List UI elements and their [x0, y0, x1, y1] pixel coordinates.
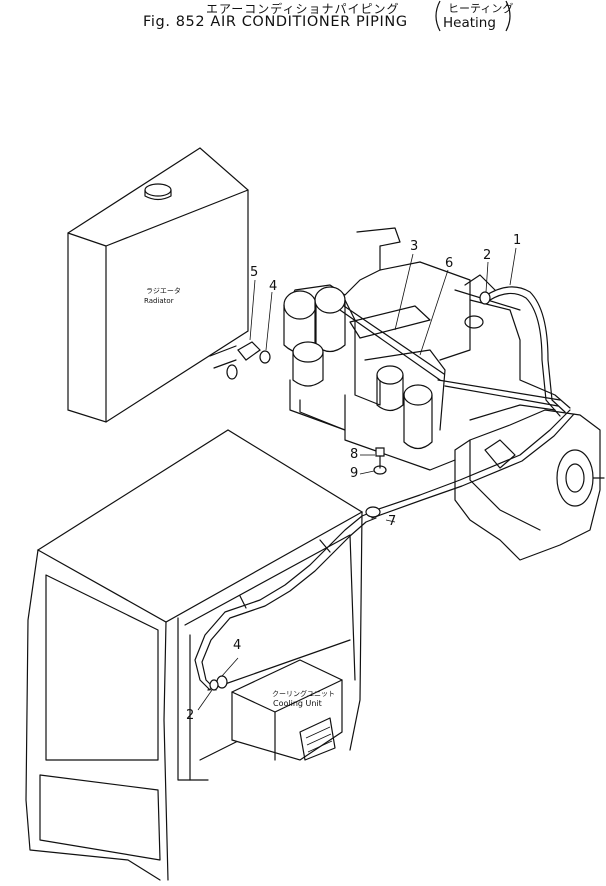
- callout-3: 3: [410, 239, 419, 254]
- operator-cab: [25, 429, 364, 881]
- callout-2: 2: [483, 248, 492, 263]
- title-japanese: エアーコンディショナパイピング: [206, 2, 400, 16]
- callout-2-cab: 2: [186, 708, 195, 723]
- callout-7: 7: [388, 514, 397, 529]
- callout-4-cab: 4: [233, 638, 242, 653]
- title-qualifier: Heating: [443, 15, 496, 31]
- callout-8: 8: [350, 447, 359, 462]
- callout-6: 6: [445, 256, 454, 271]
- title-qualifier-japanese: ヒーティング: [448, 2, 514, 15]
- callout-1: 1: [513, 233, 522, 248]
- fittings: [209, 291, 491, 691]
- radiator-label: Radiator: [144, 297, 174, 305]
- radiator: [67, 147, 249, 423]
- figure-title: Fig. 852 AIR CONDITIONER PIPING: [143, 14, 408, 30]
- engine: [283, 227, 605, 561]
- title-parentheses: [435, 0, 511, 32]
- cooling-unit-label: Cooling Unit: [273, 699, 322, 708]
- callout-5: 5: [250, 265, 259, 280]
- radiator-label-japanese: ラジエータ: [146, 287, 181, 295]
- callout-9: 9: [350, 466, 359, 481]
- heater-hoses: [194, 286, 575, 691]
- leader-lines: [197, 247, 517, 711]
- cooling-unit-label-japanese: クーリングユニット: [272, 690, 335, 698]
- callout-4: 4: [269, 279, 278, 294]
